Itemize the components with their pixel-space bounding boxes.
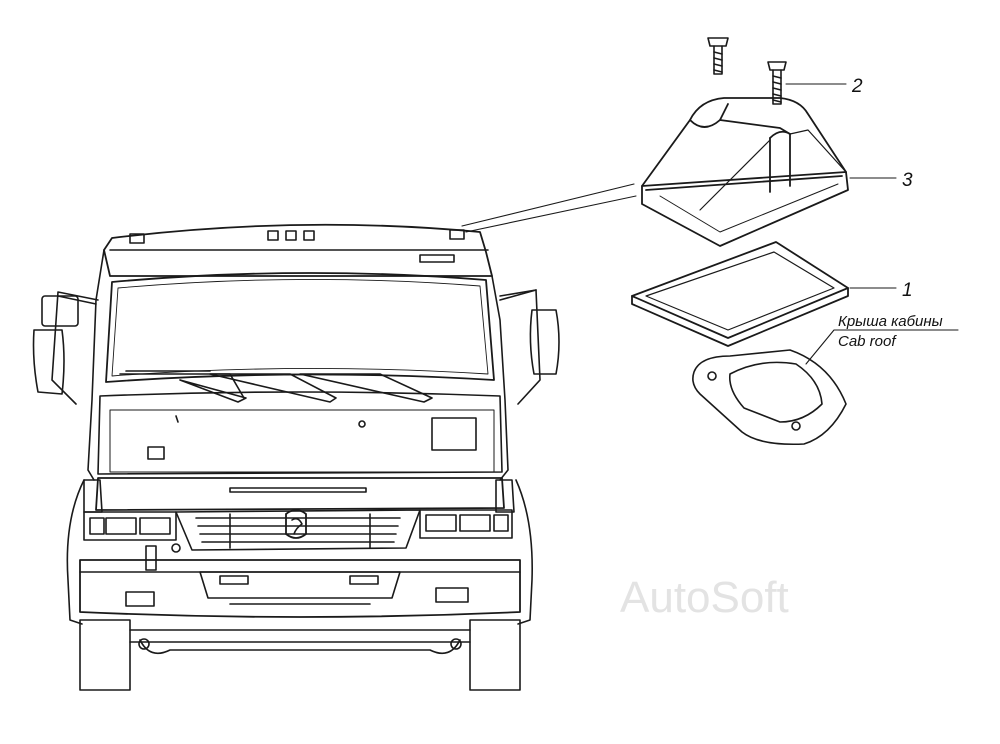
right-headlamp (419, 509, 513, 539)
callout-housing-number: 3 (902, 170, 913, 191)
callout-gasket-number: 1 (902, 280, 913, 301)
left-mirror (32, 291, 99, 405)
mounting-bolts (707, 37, 787, 105)
cab-roof-label-ru: Крыша кабины (838, 313, 943, 330)
front-wheels (66, 479, 533, 691)
right-mirror (499, 289, 560, 405)
detail-leader-lines (461, 183, 637, 233)
bolt-right (767, 61, 787, 105)
cab-roof-label-en: Cab roof (838, 333, 897, 350)
callout-bolt-number: 2 (851, 76, 863, 97)
left-headlamp (83, 511, 177, 541)
watermark: AutoSoft (620, 573, 789, 622)
gasket (631, 241, 849, 347)
callout-leader-lines (785, 83, 959, 365)
front-bumper (79, 559, 521, 618)
bolt-left (707, 37, 729, 75)
lamp-housing (641, 97, 849, 247)
truck-cab-front-view (32, 223, 560, 691)
cab-roof-plate (692, 349, 847, 446)
front-grille (175, 509, 421, 551)
